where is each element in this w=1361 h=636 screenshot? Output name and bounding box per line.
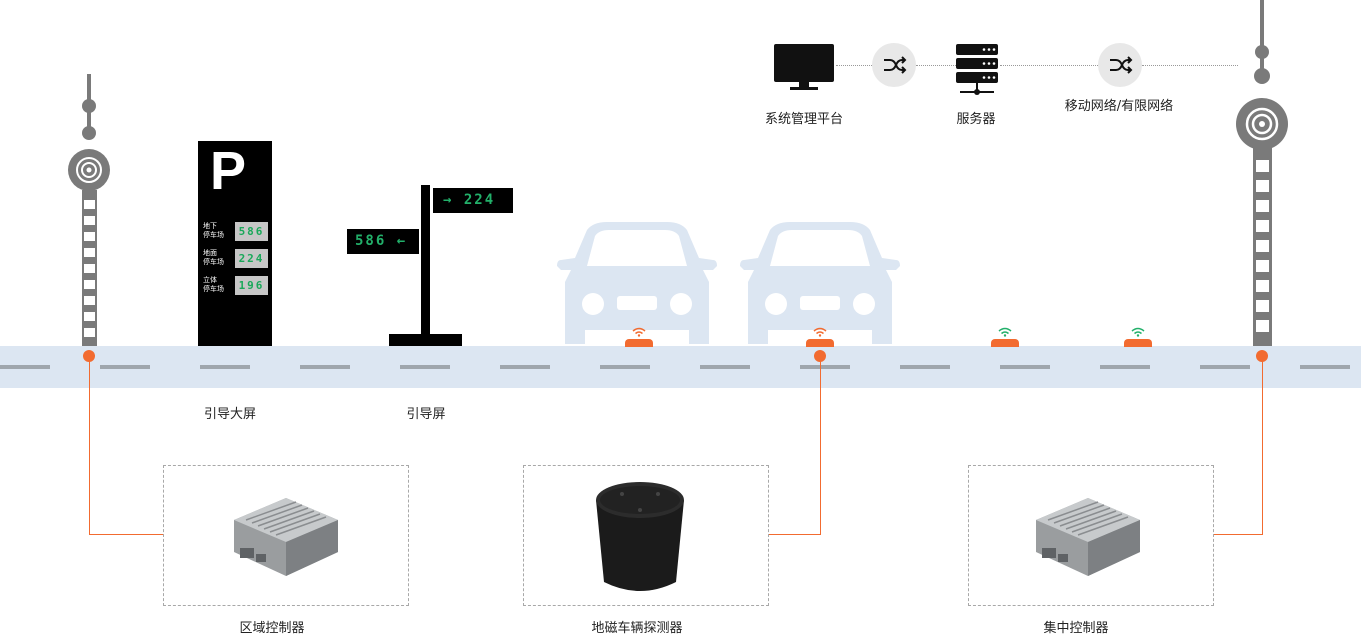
central-controller-image — [1036, 498, 1140, 576]
zone-controller-label: 区域控制器 — [239, 621, 305, 636]
connection-line-right — [1262, 356, 1263, 535]
lot-count-underground: 586 — [235, 222, 268, 241]
car-1 — [557, 222, 717, 344]
lot-name-underground: 地下停车场 — [203, 222, 224, 239]
detector-box — [523, 465, 769, 606]
guide-post — [421, 185, 430, 335]
car-2 — [740, 222, 900, 344]
guide-post-base — [389, 334, 462, 346]
shuffle-icon — [1098, 43, 1142, 87]
parking-sensor-occupied-2 — [806, 339, 834, 347]
connection-line-left — [89, 356, 90, 535]
connection-line-left-h — [89, 534, 164, 535]
big-screen-label: 引导大屏 — [203, 407, 257, 422]
guide-sign-left: 586 ← — [347, 229, 419, 254]
zone-controller-image — [234, 498, 338, 576]
left-antenna-tower — [68, 74, 110, 346]
monitor-icon — [774, 44, 834, 90]
lot-name-ground: 地面停车场 — [203, 249, 224, 266]
network-label: 移动网络/有限网络 — [1064, 99, 1174, 114]
link-line-4 — [1142, 65, 1238, 66]
wifi-green-icon — [1131, 327, 1145, 337]
parking-sensor-free-2 — [1124, 339, 1152, 347]
link-line-2 — [916, 65, 956, 66]
shuffle-icon — [872, 43, 916, 87]
link-line-3 — [1000, 65, 1098, 66]
central-controller-box — [968, 465, 1214, 606]
server-label: 服务器 — [956, 112, 996, 127]
right-antenna-tower — [1236, 0, 1288, 346]
guidance-big-screen — [198, 141, 272, 346]
guide-sign-right: → 224 — [433, 188, 513, 213]
wifi-orange-icon — [813, 327, 827, 337]
lot-count-stereo: 196 — [235, 276, 268, 295]
lot-name-stereo: 立体停车场 — [203, 276, 224, 293]
connection-line-right-h — [1214, 534, 1263, 535]
magnetic-detector-image — [596, 482, 684, 591]
wifi-orange-icon — [632, 327, 646, 337]
parking-sensor-occupied-1 — [625, 339, 653, 347]
detector-label: 地磁车辆探测器 — [591, 621, 683, 636]
guide-screen-label: 引导屏 — [406, 407, 446, 422]
server-icon — [956, 44, 998, 95]
parking-sensor-free-1 — [991, 339, 1019, 347]
connection-line-middle-h — [768, 534, 821, 535]
platform-label: 系统管理平台 — [764, 112, 844, 127]
lot-count-ground: 224 — [235, 249, 268, 268]
central-controller-label: 集中控制器 — [1043, 621, 1109, 636]
parking-letter: P — [210, 141, 247, 201]
link-line-1 — [836, 65, 872, 66]
wifi-green-icon — [998, 327, 1012, 337]
connection-line-middle — [820, 356, 821, 535]
zone-controller-box — [163, 465, 409, 606]
